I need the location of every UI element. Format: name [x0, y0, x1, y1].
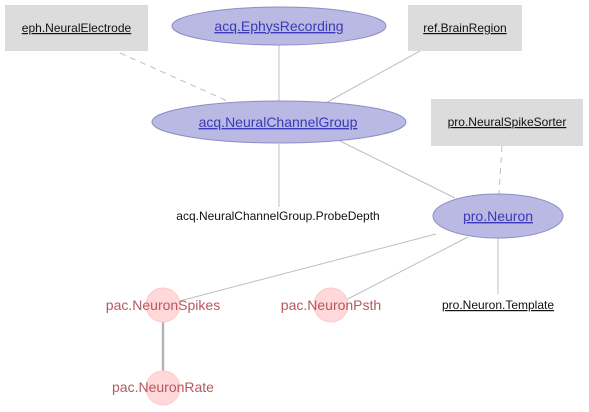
edge-neuron-psth: [337, 236, 469, 305]
edge-channelgroup-neuron: [339, 140, 456, 199]
node-neural-spike-sorter[interactable]: pro.NeuralSpikeSorter: [431, 99, 583, 146]
node-box: [431, 99, 583, 146]
node-ellipse: [151, 100, 407, 144]
node-ephys-recording[interactable]: acq.EphysRecording: [171, 6, 387, 46]
node-label[interactable]: acq.EphysRecording: [214, 18, 343, 34]
node-label[interactable]: acq.NeuralChannelGroup: [199, 114, 358, 130]
node-circle: [313, 287, 349, 323]
node-label: eph.NeuralElectrode: [22, 21, 132, 35]
node-label: pro.NeuralSpikeSorter: [448, 115, 567, 129]
node-brain-region[interactable]: ref.BrainRegion: [408, 5, 522, 51]
node-probe-depth[interactable]: acq.NeuralChannelGroup.ProbeDepth: [176, 209, 379, 223]
node-circle: [145, 287, 181, 323]
node-neuron[interactable]: pro.Neuron: [432, 193, 564, 239]
node-label: acq.NeuralChannelGroup.ProbeDepth: [176, 209, 379, 223]
node-neuron-spikes[interactable]: pac.NeuronSpikes: [106, 287, 220, 323]
node-neuron-template[interactable]: pro.Neuron.Template: [442, 298, 554, 312]
edge-brainregion-channelgroup: [321, 50, 421, 106]
edge-neuron-spikes: [167, 233, 437, 305]
node-circle: [145, 370, 181, 406]
node-label: pro.Neuron.Template: [442, 298, 554, 312]
node-label[interactable]: pro.Neuron: [463, 208, 533, 224]
node-box: [408, 5, 522, 51]
edge-electrode-channelgroup: [119, 52, 233, 104]
node-ellipse: [171, 6, 387, 46]
node-neuron-rate[interactable]: pac.NeuronRate: [112, 370, 214, 406]
node-label: pac.NeuronSpikes: [106, 297, 220, 313]
node-label: ref.BrainRegion: [423, 21, 506, 35]
node-box: [5, 5, 148, 51]
node-neural-electrode[interactable]: eph.NeuralElectrode: [5, 5, 148, 51]
edge-spikesorter-neuron: [498, 145, 503, 195]
node-ellipse: [432, 193, 564, 239]
node-label: pac.NeuronRate: [112, 379, 214, 395]
edges: [119, 44, 503, 372]
node-neural-channel-group[interactable]: acq.NeuralChannelGroup: [151, 100, 407, 144]
node-label: pac.NeuronPsth: [281, 297, 381, 313]
node-neuron-psth[interactable]: pac.NeuronPsth: [281, 287, 381, 323]
